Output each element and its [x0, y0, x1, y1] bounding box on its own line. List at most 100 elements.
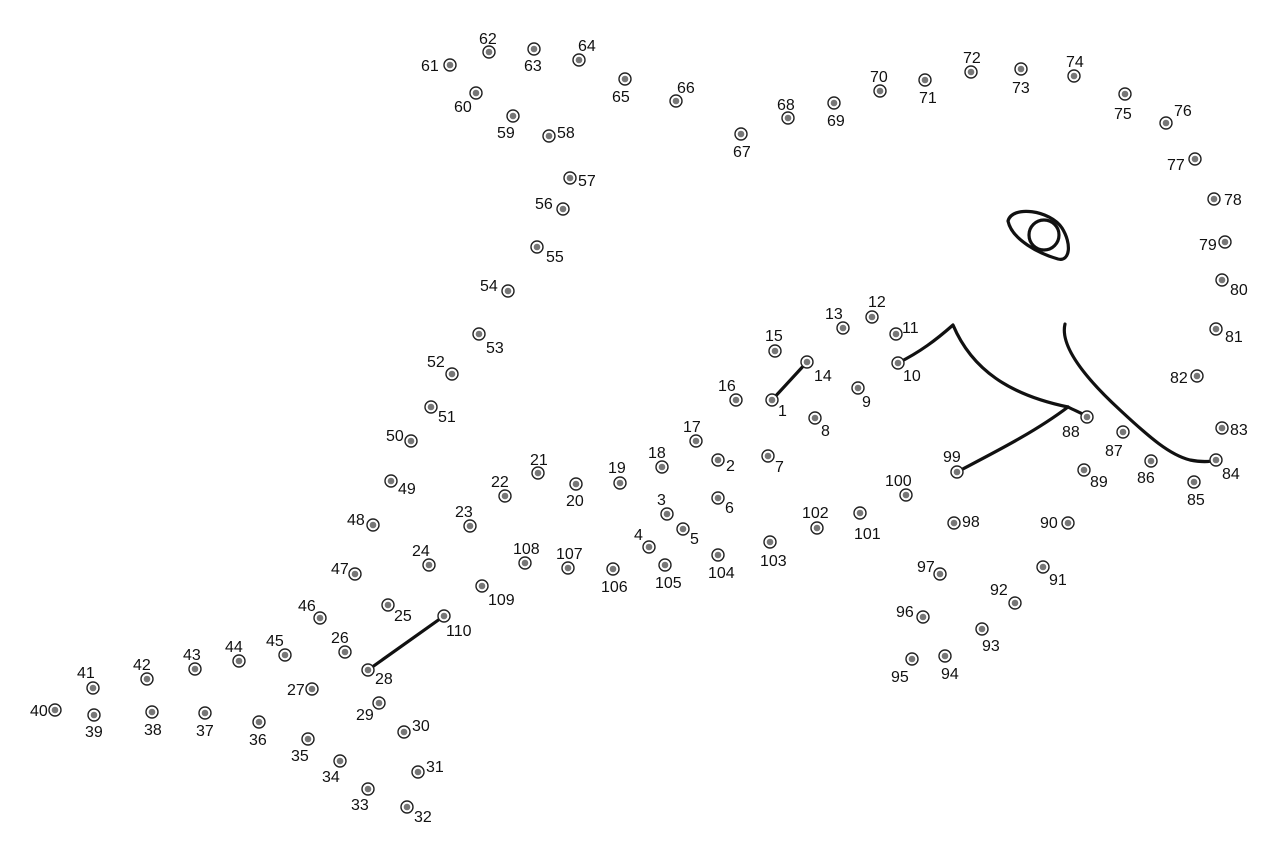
dot-20: 20	[566, 477, 584, 510]
dot-center	[967, 68, 975, 76]
dot-number-label: 49	[398, 481, 416, 498]
dot-center	[369, 521, 377, 529]
dot-center	[714, 494, 722, 502]
dot-center	[1080, 466, 1088, 474]
pre-drawn-lines	[366, 209, 1218, 672]
dot-center	[440, 612, 448, 620]
dot-84: 84	[1209, 453, 1240, 483]
dot-89: 89	[1077, 463, 1108, 491]
dot-77: 77	[1167, 152, 1202, 174]
dot-center	[255, 718, 263, 726]
dot-73: 73	[1012, 62, 1030, 97]
dot-center	[407, 437, 415, 445]
dot-103: 103	[760, 535, 787, 570]
dot-number-label: 65	[612, 89, 630, 106]
dot-number-label: 40	[30, 703, 48, 720]
dot-51: 51	[424, 400, 456, 426]
dot-number-label: 46	[298, 598, 316, 615]
dot-number-label: 34	[322, 769, 340, 786]
dot-number-label: 63	[524, 58, 542, 75]
dot-center	[575, 56, 583, 64]
dot-center	[784, 114, 792, 122]
dot-43: 43	[183, 647, 202, 676]
dot-86: 86	[1137, 454, 1158, 487]
dot-center	[566, 174, 574, 182]
dot-number-label: 35	[291, 748, 309, 765]
dot-47: 47	[331, 561, 362, 581]
dot-number-label: 110	[446, 623, 472, 640]
dot-52: 52	[427, 354, 459, 381]
dot-number-label: 54	[480, 278, 498, 295]
dot-center	[89, 684, 97, 692]
dot-30: 30	[397, 718, 430, 739]
dot-center	[768, 396, 776, 404]
dot-number-label: 28	[375, 671, 393, 688]
dot-number-label: 76	[1174, 103, 1192, 120]
dot-32: 32	[400, 800, 432, 826]
dot-number-label: 103	[760, 553, 787, 570]
dot-number-label: 8	[821, 423, 830, 440]
dot-number-label: 97	[917, 559, 935, 576]
dot-5: 5	[676, 522, 699, 548]
dot-92: 92	[990, 582, 1022, 610]
dot-center	[446, 61, 454, 69]
dot-94: 94	[938, 649, 959, 683]
mouth-line-upper	[896, 323, 1089, 419]
dot-number-label: 20	[566, 493, 584, 510]
dot-69: 69	[827, 96, 845, 130]
dot-14: 14	[800, 355, 832, 385]
dot-82: 82	[1170, 369, 1204, 387]
dot-center	[1218, 276, 1226, 284]
dot-center	[504, 287, 512, 295]
dot-center	[692, 437, 700, 445]
dot-42: 42	[133, 657, 154, 686]
dot-63: 63	[524, 42, 542, 75]
dot-76: 76	[1159, 103, 1192, 130]
dot-22: 22	[491, 474, 512, 503]
dot-center	[953, 468, 961, 476]
dot-center	[403, 803, 411, 811]
dot-19: 19	[608, 460, 627, 490]
dot-31: 31	[411, 759, 444, 779]
dot-number-label: 25	[394, 608, 412, 625]
dot-center	[1212, 325, 1220, 333]
mouth-line-lower	[955, 405, 1070, 474]
dot-24: 24	[412, 543, 436, 572]
dot-46: 46	[298, 598, 327, 625]
dot-center	[645, 543, 653, 551]
dot-center	[1218, 424, 1226, 432]
dot-center	[621, 75, 629, 83]
dot-center	[534, 469, 542, 477]
dot-number-label: 81	[1225, 329, 1243, 346]
dot-number-label: 66	[677, 80, 695, 97]
dot-center	[892, 330, 900, 338]
dot-center	[564, 564, 572, 572]
dot-number-label: 4	[634, 527, 643, 544]
dot-number-label: 18	[648, 445, 666, 462]
dot-number-label: 87	[1105, 443, 1123, 460]
dot-number-label: 88	[1062, 424, 1080, 441]
dot-number-label: 61	[421, 58, 439, 75]
dot-number-label: 41	[77, 665, 95, 682]
dot-number-label: 55	[546, 249, 564, 266]
dot-53: 53	[472, 327, 504, 357]
dot-center	[414, 768, 422, 776]
dot-center	[921, 76, 929, 84]
dot-40: 40	[30, 703, 62, 720]
dot-center	[902, 491, 910, 499]
dot-55: 55	[530, 240, 564, 266]
dot-number-label: 29	[356, 707, 374, 724]
dot-4: 4	[634, 527, 656, 554]
dot-number-label: 68	[777, 97, 795, 114]
dot-58: 58	[542, 125, 575, 143]
dot-60: 60	[454, 86, 483, 116]
dot-center	[148, 708, 156, 716]
dot-center	[448, 370, 456, 378]
dot-center	[425, 561, 433, 569]
dot-number-label: 94	[941, 666, 959, 683]
dot-center	[485, 48, 493, 56]
dot-center	[387, 477, 395, 485]
dot-center	[336, 757, 344, 765]
